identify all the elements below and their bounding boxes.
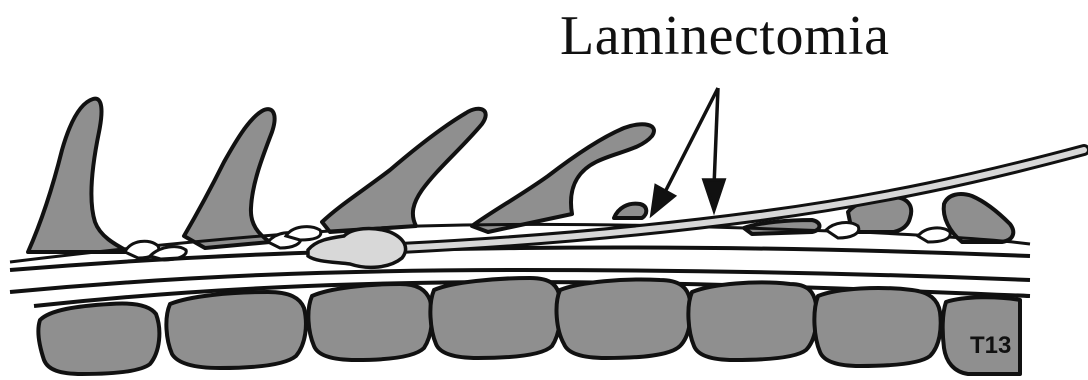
spinous-process-3 [322, 109, 486, 232]
spinous-process-7 [944, 194, 1014, 242]
catheter-balloon [308, 229, 406, 268]
small-joint-6 [918, 228, 950, 242]
arrowhead-left [652, 186, 674, 214]
pointer-arrows [652, 88, 724, 214]
spinous-process-1 [28, 99, 129, 252]
vertebral-body-7 [814, 288, 940, 366]
spinous-process-2 [184, 109, 275, 248]
vertebral-body-2 [166, 292, 306, 368]
arrow-line-right [714, 88, 718, 186]
arrow-line-left [664, 88, 718, 194]
spinous-processes [28, 99, 1013, 252]
small-joint-5 [826, 223, 859, 238]
arrowhead-right [704, 180, 724, 210]
vertebral-body-3 [308, 284, 432, 360]
vertebral-body-5 [557, 279, 691, 358]
procedure-label: Laminectomia [560, 8, 889, 64]
vertebra-label: T13 [970, 334, 1011, 358]
small-joint-4 [286, 227, 321, 240]
vertebral-body-4 [430, 278, 560, 358]
vertebral-body-6 [688, 282, 816, 360]
lamina-fragment [614, 204, 646, 218]
vertebral-body-1 [38, 303, 159, 374]
